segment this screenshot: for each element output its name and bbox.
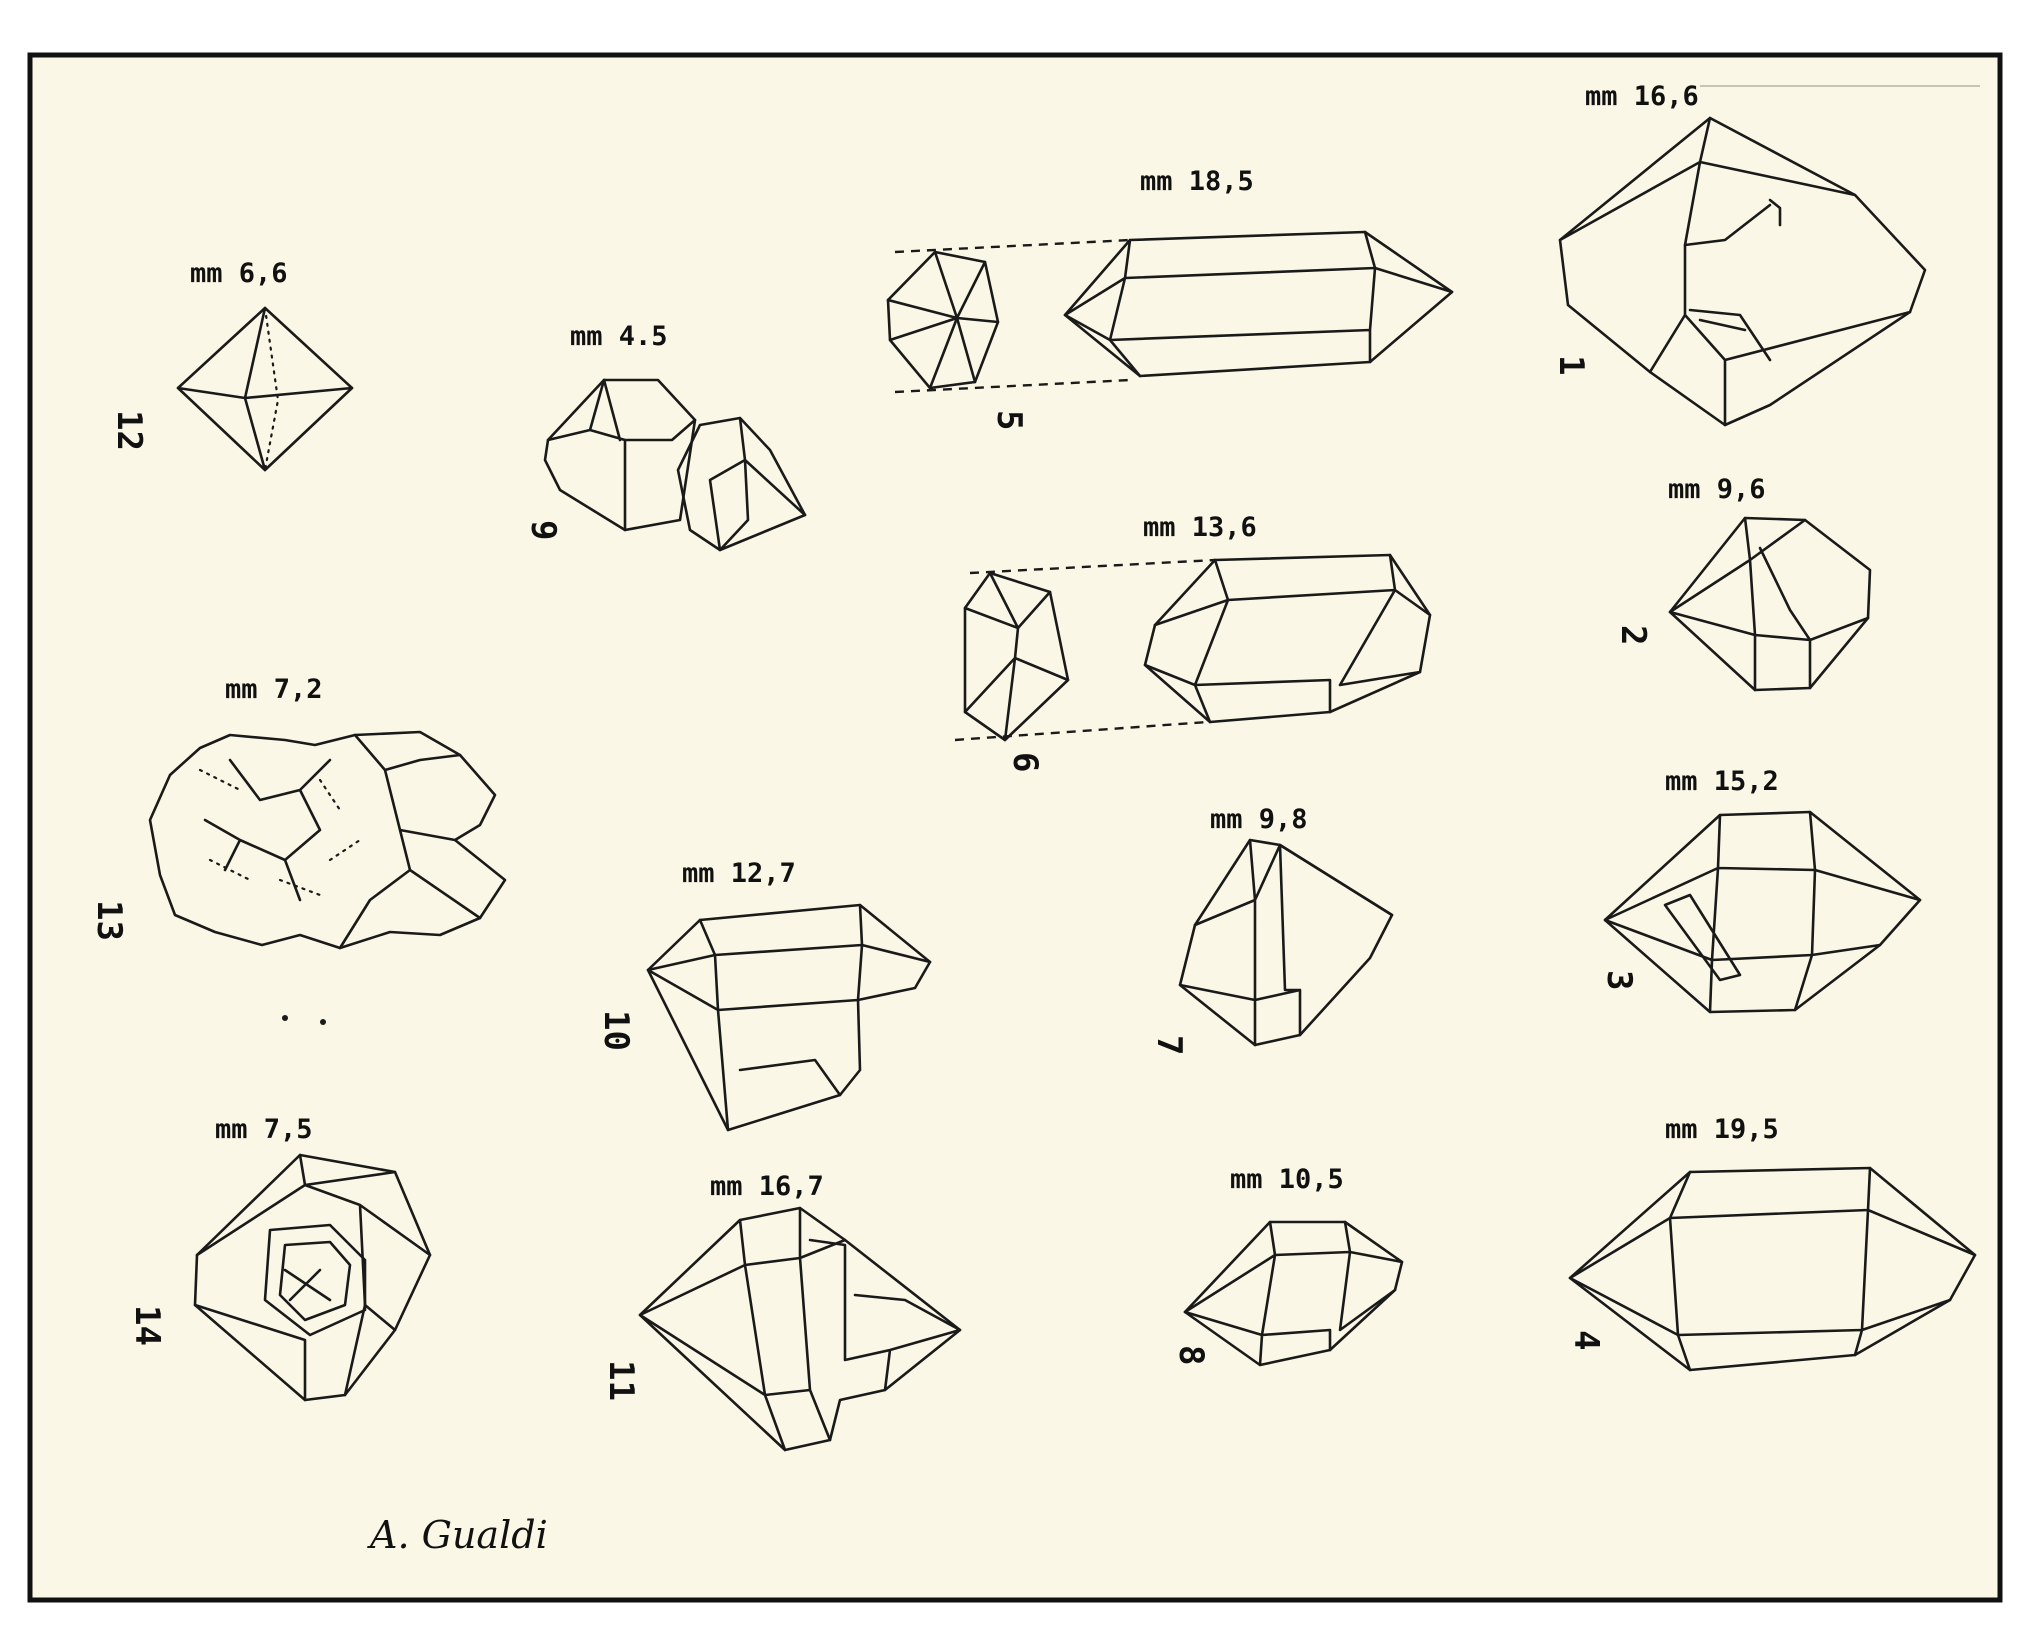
crystal-6-number: 6: [1005, 752, 1045, 772]
crystal-11: mm 16,7 11: [601, 1171, 962, 1452]
crystal-9-size: mm 4.5: [570, 321, 668, 352]
crystal-4-drawing: [1568, 1166, 1977, 1372]
crystal-5-cross-section: [886, 250, 1000, 390]
crystal-8-size: mm 10,5: [1230, 1164, 1344, 1195]
crystal-8-drawing: [1183, 1220, 1404, 1367]
crystal-13-dot-left: [282, 1015, 288, 1021]
crystal-8: mm 10,5 8: [1171, 1164, 1404, 1367]
crystal-10-number: 10: [596, 1010, 636, 1051]
crystal-14-size: mm 7,5: [215, 1114, 313, 1145]
crystal-1-size: mm 16,6: [1585, 81, 1699, 112]
crystal-3-number: 3: [1599, 970, 1639, 990]
crystal-5-drawing: [1063, 230, 1454, 378]
crystal-14: mm 7,5 14: [127, 1114, 432, 1402]
crystal-2-drawing: [1668, 516, 1872, 692]
crystal-5: mm 18,5 5: [886, 166, 1454, 430]
crystal-13-size: mm 7,2: [225, 674, 323, 705]
crystal-4-number: 4: [1566, 1330, 1606, 1350]
crystal-13-dot-right: [320, 1019, 326, 1025]
crystal-7: mm 9,8 7: [1149, 804, 1394, 1055]
crystal-7-size: mm 9,8: [1210, 804, 1308, 835]
crystal-13-drawing: [148, 730, 507, 950]
crystal-9-drawing: [543, 378, 807, 552]
crystal-13-number: 13: [89, 900, 129, 941]
crystal-6-guide-bottom: [954, 720, 1209, 742]
crystal-12-number: 12: [109, 410, 149, 451]
artist-signature: A. Gualdi: [367, 1513, 548, 1557]
crystal-1: mm 16,6 1: [1551, 81, 1927, 427]
paper-sheet: [27, 52, 2003, 1603]
crystal-5-size: mm 18,5: [1140, 166, 1254, 197]
crystal-9: mm 4.5 9: [523, 321, 807, 552]
crystal-12-size: mm 6,6: [190, 258, 288, 289]
crystal-8-number: 8: [1171, 1345, 1211, 1365]
crystal-7-number: 7: [1149, 1035, 1189, 1055]
crystal-9-number: 9: [523, 520, 563, 540]
crystal-11-drawing: [638, 1206, 962, 1452]
crystal-4: mm 19,5 4: [1566, 1114, 1977, 1372]
crystal-13: mm 7,2 13: [89, 674, 507, 1025]
crystal-6-cross-section: [963, 571, 1070, 742]
crystal-14-drawing: [193, 1153, 432, 1402]
crystal-5-guide-top: [894, 238, 1131, 254]
crystal-3-drawing: [1603, 810, 1922, 1014]
crystal-2-size: mm 9,6: [1668, 474, 1766, 505]
crystal-6: mm 13,6 6: [954, 512, 1432, 772]
crystal-11-number: 11: [601, 1360, 641, 1401]
crystal-2-number: 2: [1613, 625, 1653, 645]
crystal-1-number: 1: [1551, 355, 1591, 375]
crystal-7-drawing: [1178, 838, 1394, 1047]
crystal-12-drawing: [176, 306, 354, 472]
crystal-14-number: 14: [127, 1305, 167, 1346]
crystal-12: mm 6,6 12: [109, 258, 354, 472]
crystal-2: mm 9,6 2: [1613, 474, 1872, 692]
crystal-10: mm 12,7 10: [596, 858, 932, 1132]
crystal-11-size: mm 16,7: [710, 1171, 824, 1202]
crystal-5-number: 5: [989, 410, 1029, 430]
crystal-6-guide-top: [969, 558, 1216, 575]
crystal-6-drawing: [1143, 553, 1432, 724]
crystal-6-size: mm 13,6: [1143, 512, 1257, 543]
crystal-5-guide-bottom: [894, 378, 1131, 394]
crystal-10-drawing: [646, 903, 932, 1132]
crystal-3: mm 15,2 3: [1599, 766, 1922, 1014]
crystal-1-drawing: [1558, 116, 1927, 427]
crystal-3-size: mm 15,2: [1665, 766, 1779, 797]
crystal-4-size: mm 19,5: [1665, 1114, 1779, 1145]
crystal-10-size: mm 12,7: [682, 858, 796, 889]
